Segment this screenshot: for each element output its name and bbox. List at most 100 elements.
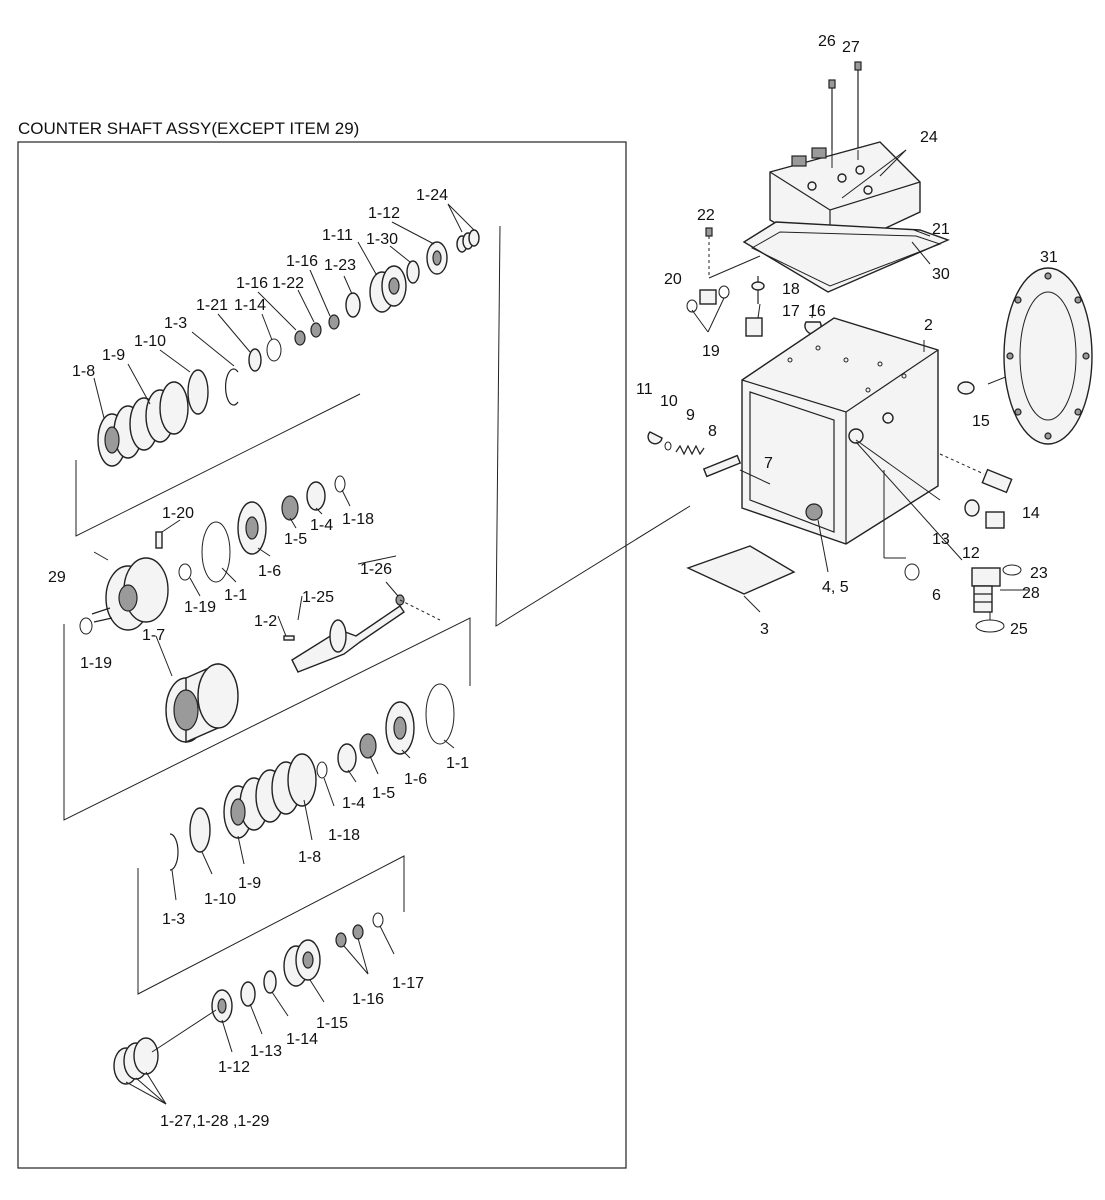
- label-15: 15: [972, 413, 990, 430]
- label-28: 28: [1022, 585, 1040, 602]
- washer-10: [664, 441, 672, 451]
- assembly-leader-lines: [93, 203, 475, 1105]
- washer-1-14-lower: [263, 970, 277, 994]
- nut-1-22: [294, 330, 306, 346]
- part-labels: 26 27 24 22 21 30 31 20 18 17 16 2 19 11…: [48, 33, 1058, 1130]
- label-25: 25: [1010, 621, 1028, 638]
- label-1-8-upper: 1-8: [72, 363, 95, 380]
- label-20: 20: [664, 271, 682, 288]
- label-29: 29: [48, 569, 66, 586]
- label-1-9-lower: 1-9: [238, 875, 261, 892]
- gear-1-15: [283, 939, 321, 987]
- snap-1-18-upper: [334, 475, 346, 493]
- spring-1-5-lower: [359, 733, 377, 759]
- o-ring-19b: [718, 285, 730, 299]
- ring-1-17: [372, 912, 384, 928]
- piston-1-6-upper: [237, 501, 267, 555]
- label-7: 7: [764, 455, 773, 472]
- label-1-3-upper: 1-3: [164, 315, 187, 332]
- label-2: 2: [924, 317, 933, 334]
- label-1-27-28-29: 1-27,1-28 ,1-29: [160, 1113, 270, 1130]
- label-1-14-upper: 1-14: [234, 297, 266, 314]
- label-9: 9: [686, 407, 695, 424]
- counter-shaft-assembly-frame: [17, 141, 627, 1169]
- ring-13: [964, 499, 980, 517]
- label-1-18-upper: 1-18: [342, 511, 374, 528]
- bearing-1-12-upper: [426, 241, 448, 275]
- label-1-16-c: 1-16: [352, 991, 384, 1008]
- label-1-9-upper: 1-9: [102, 347, 125, 364]
- o-ring-19a: [686, 299, 698, 313]
- o-ring-23: [1002, 564, 1022, 576]
- label-1-6-upper: 1-6: [258, 563, 281, 580]
- nut-1-16b: [328, 314, 340, 330]
- housing-parts: [647, 61, 1093, 633]
- fitting-14: [939, 453, 1013, 494]
- label-1-10-upper: 1-10: [134, 333, 166, 350]
- label-1-5-lower: 1-5: [372, 785, 395, 802]
- washer-1-23: [345, 292, 361, 318]
- label-1-15: 1-15: [316, 1015, 348, 1032]
- shims-1-24: [456, 229, 480, 253]
- label-1-24: 1-24: [416, 187, 448, 204]
- label-12: 12: [962, 545, 980, 562]
- label-1-16-b: 1-16: [236, 275, 268, 292]
- valve-28: [971, 567, 1001, 613]
- spring-1-5-upper: [281, 495, 299, 521]
- label-1-8-lower: 1-8: [298, 849, 321, 866]
- label-19: 19: [702, 343, 720, 360]
- label-1-11: 1-11: [322, 227, 353, 244]
- label-11: 11: [636, 381, 653, 398]
- disc-1-10-upper: [187, 369, 209, 415]
- label-8: 8: [708, 423, 717, 440]
- hub-1-7: [165, 662, 239, 744]
- fitting-17: [745, 317, 763, 337]
- washer-1-14-upper: [248, 348, 262, 372]
- sensor-18: [751, 276, 765, 304]
- shims-1-27-28-29: [113, 1037, 159, 1085]
- label-1-1-lower: 1-1: [446, 755, 469, 772]
- label-17: 17: [782, 303, 800, 320]
- label-1-10-lower: 1-10: [204, 891, 236, 908]
- label-1-20: 1-20: [162, 505, 194, 522]
- o-ring-1-19-left: [79, 617, 93, 635]
- label-23: 23: [1030, 565, 1048, 582]
- snap-ring-1-3-lower: [169, 833, 179, 871]
- retainer-1-4-upper: [306, 481, 326, 511]
- label-1-21: 1-21: [196, 297, 228, 314]
- label-1-6-lower: 1-6: [404, 771, 427, 788]
- disc-1-10-lower: [189, 807, 211, 853]
- gasket-31: [1003, 267, 1093, 445]
- label-22: 22: [697, 207, 715, 224]
- spring-9: [675, 444, 705, 456]
- bolt-27: [854, 61, 862, 150]
- o-ring-25: [975, 619, 1005, 633]
- label-1-1-upper: 1-1: [224, 587, 247, 604]
- label-1-16-a: 1-16: [286, 253, 318, 270]
- label-1-3-lower: 1-3: [162, 911, 185, 928]
- label-1-5-upper: 1-5: [284, 531, 307, 548]
- assembly-title: COUNTER SHAFT ASSY(EXCEPT ITEM 29): [18, 119, 359, 138]
- snap-1-18-lower: [316, 761, 328, 779]
- counter-shaft-parts: [79, 229, 480, 1085]
- label-1-7: 1-7: [142, 627, 165, 644]
- cap-12: [985, 511, 1005, 529]
- o-ring-1-19: [178, 563, 192, 581]
- retainer-1-4-lower: [337, 743, 357, 773]
- sleeve-20: [699, 289, 717, 305]
- label-21: 21: [932, 221, 950, 238]
- clutch-drum-29: [91, 557, 169, 631]
- label-18: 18: [782, 281, 800, 298]
- label-1-18-lower: 1-18: [328, 827, 360, 844]
- label-1-17: 1-17: [392, 975, 424, 992]
- label-1-19-a: 1-19: [184, 599, 216, 616]
- cover-plate-3: [686, 545, 796, 595]
- label-13: 13: [932, 531, 950, 548]
- o-ring-6: [904, 563, 920, 581]
- label-1-4-upper: 1-4: [310, 517, 333, 534]
- label-27: 27: [842, 39, 860, 56]
- label-24: 24: [920, 129, 938, 146]
- piston-1-6-lower: [385, 701, 415, 755]
- plate-30: [750, 231, 942, 287]
- label-30: 30: [932, 266, 950, 283]
